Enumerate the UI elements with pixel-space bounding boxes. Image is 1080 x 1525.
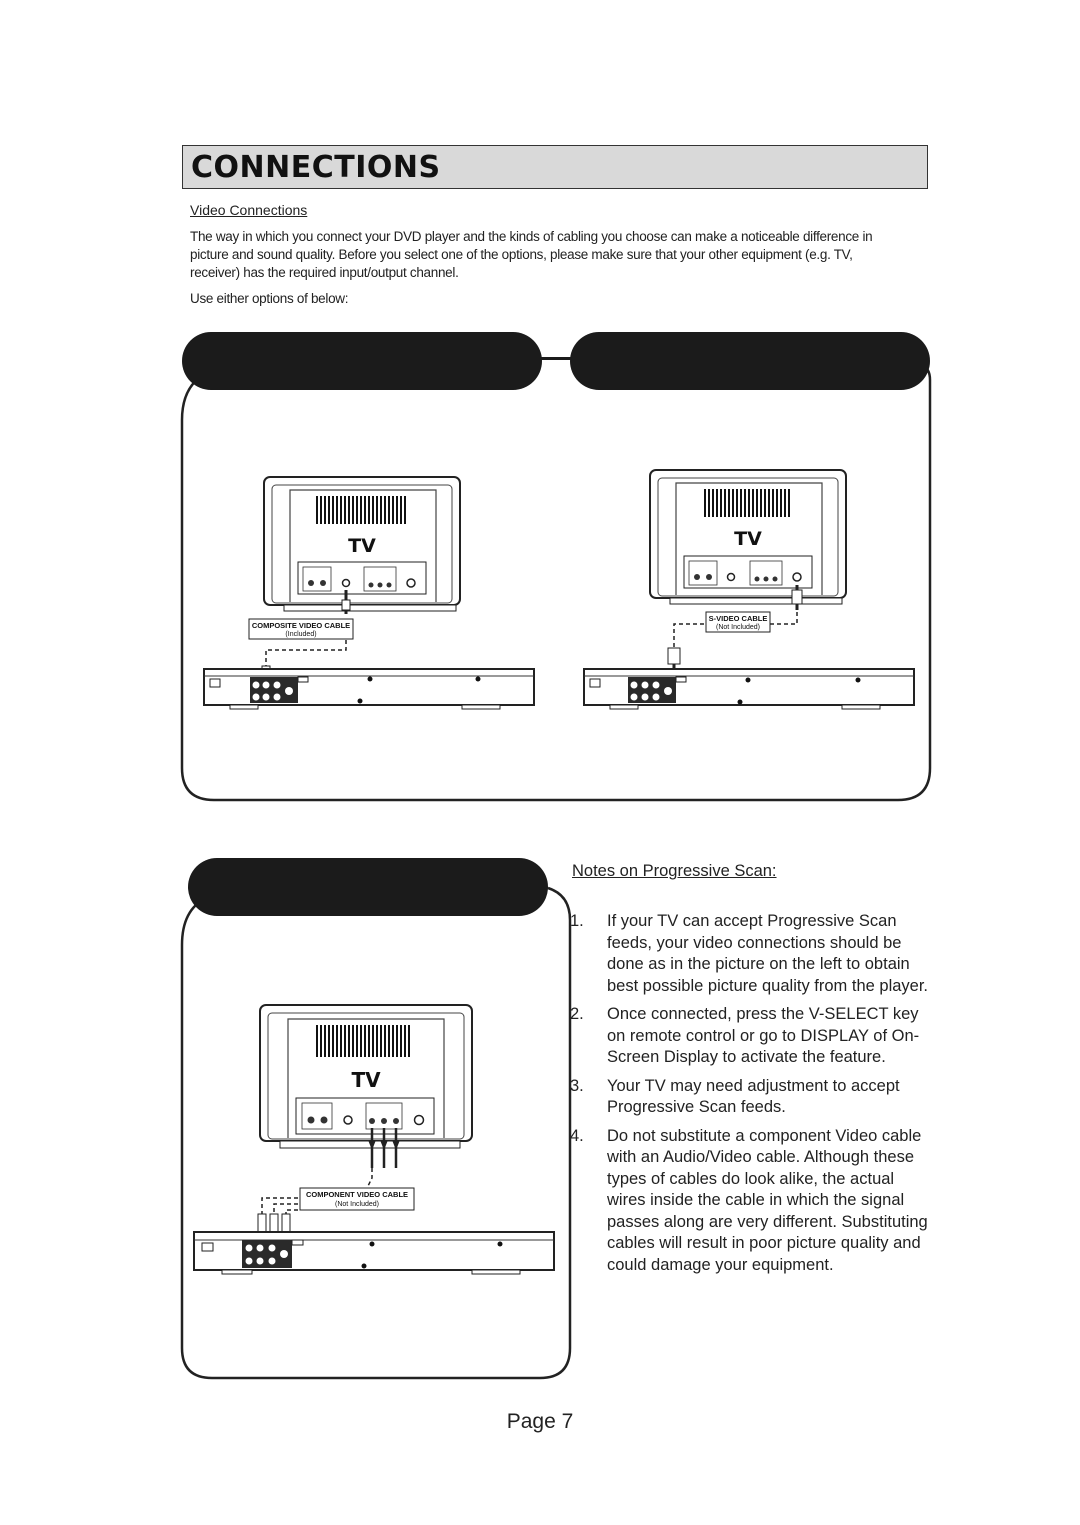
- composite-cable-note: (Included): [285, 631, 316, 638]
- tv-label-svideo: TV: [734, 528, 762, 550]
- bottom-diagram-panel: [180, 858, 572, 1380]
- svideo-option-tab: [570, 332, 930, 390]
- note-item: 4.Do not substitute a component Video ca…: [570, 1126, 928, 1274]
- svideo-cable-name: S-VIDEO CABLE: [709, 614, 768, 623]
- tv-label-component: TV: [351, 1068, 381, 1092]
- tv-rear-composite: [263, 476, 461, 612]
- composite-option-tab: [182, 332, 542, 390]
- tv-rear-svideo: [649, 469, 847, 605]
- page-number: Page 7: [506, 1410, 574, 1433]
- note-text: If your TV can accept Progressive Scan f…: [607, 912, 929, 995]
- tv-label-composite: TV: [348, 535, 376, 557]
- component-cable-note: (Not Included): [335, 1201, 379, 1208]
- component-cable-label: COMPONENT VIDEO CABLE (Not Included): [299, 1187, 415, 1211]
- video-connections-heading: Video Connections: [190, 202, 308, 218]
- page-title: CONNECTIONS: [191, 150, 441, 185]
- intro-paragraph: The way in which you connect your DVD pl…: [190, 229, 873, 280]
- note-item: 1.If your TV can accept Progressive Scan…: [570, 912, 929, 995]
- note-item: 3.Your TV may need adjustment to accept …: [570, 1076, 900, 1117]
- dvd-player-rear-composite: [203, 668, 535, 710]
- note-item: 2.Once connected, press the V-SELECT key…: [570, 1005, 920, 1066]
- notes-heading: Notes on Progressive Scan:: [572, 862, 777, 880]
- note-text: Your TV may need adjustment to accept Pr…: [607, 1076, 900, 1117]
- svideo-cable-label: S-VIDEO CABLE (Not Included): [705, 611, 771, 633]
- composite-cable-name: COMPOSITE VIDEO CABLE: [252, 621, 350, 630]
- dvd-player-rear-svideo: [583, 668, 915, 710]
- component-cable-name: COMPONENT VIDEO CABLE: [306, 1190, 408, 1199]
- component-cable: [257, 1128, 400, 1233]
- svideo-cable-note: (Not Included): [716, 624, 760, 631]
- component-option-tab: [188, 858, 548, 916]
- use-options-line: Use either options of below:: [190, 291, 349, 306]
- section-title-bar: CONNECTIONS: [182, 145, 928, 189]
- note-text: Do not substitute a component Video cabl…: [607, 1126, 928, 1274]
- note-text: Once connected, press the V-SELECT key o…: [607, 1005, 920, 1066]
- dvd-player-rear-component: [193, 1231, 555, 1275]
- composite-cable-label: COMPOSITE VIDEO CABLE (Included): [248, 618, 354, 640]
- notes-list: 1.If your TV can accept Progressive Scan…: [570, 911, 932, 1283]
- top-diagram-panel: [180, 332, 932, 802]
